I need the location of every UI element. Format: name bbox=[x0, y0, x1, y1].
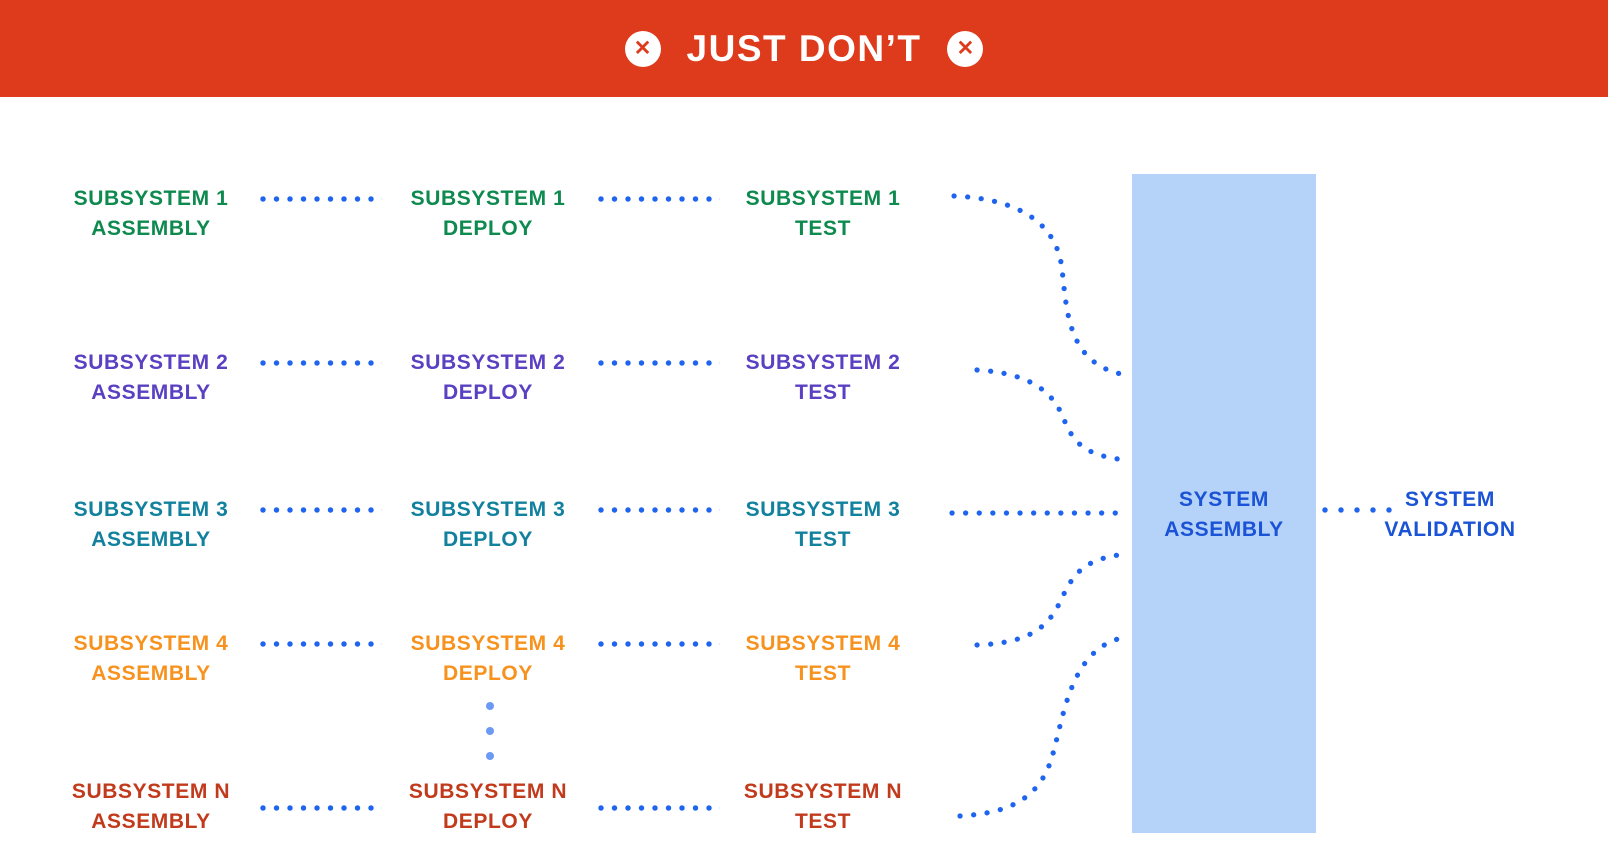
label-line: SUBSYSTEM 1 bbox=[410, 187, 566, 210]
label-line: VALIDATION bbox=[1384, 518, 1516, 541]
flow-curve-subsystem2 bbox=[974, 367, 1129, 463]
label-line: TEST bbox=[794, 528, 852, 551]
dotted-connector bbox=[260, 196, 382, 202]
label-line: ASSEMBLY bbox=[91, 810, 211, 833]
banner-title: JUST DON’T bbox=[686, 27, 922, 69]
subsystem-n-test-label: SUBSYSTEM N TEST bbox=[728, 777, 918, 837]
dotted-connector bbox=[260, 360, 382, 366]
subsystem-4-assembly-label: SUBSYSTEM 4 ASSEMBLY bbox=[56, 629, 246, 689]
subsystem-4-test-label: SUBSYSTEM 4 TEST bbox=[728, 629, 918, 689]
flow-curve-subsystem4 bbox=[974, 551, 1129, 648]
label-line: DEPLOY bbox=[443, 381, 533, 404]
label-line: TEST bbox=[794, 662, 852, 685]
label-line: TEST bbox=[794, 381, 852, 404]
label-line: ASSEMBLY bbox=[1164, 518, 1284, 541]
flow-curve-subsystem1 bbox=[951, 193, 1129, 378]
dotted-connector bbox=[598, 196, 720, 202]
subsystem-4-deploy-label: SUBSYSTEM 4 DEPLOY bbox=[393, 629, 583, 689]
ellipsis-dot bbox=[486, 752, 494, 760]
label-line: ASSEMBLY bbox=[91, 528, 211, 551]
label-line: TEST bbox=[794, 217, 852, 240]
dotted-connector bbox=[1322, 507, 1396, 513]
label-line: SUBSYSTEM 1 bbox=[745, 187, 901, 210]
label-line: DEPLOY bbox=[443, 528, 533, 551]
dotted-connector bbox=[260, 805, 382, 811]
subsystem-2-assembly-label: SUBSYSTEM 2 ASSEMBLY bbox=[56, 348, 246, 408]
label-line: TEST bbox=[794, 810, 852, 833]
system-assembly-box bbox=[1132, 174, 1316, 833]
subsystem-2-test-label: SUBSYSTEM 2 TEST bbox=[728, 348, 918, 408]
dotted-connector bbox=[598, 360, 720, 366]
subsystem-1-test-label: SUBSYSTEM 1 TEST bbox=[728, 184, 918, 244]
x-circle-icon: ✕ bbox=[624, 30, 661, 67]
label-line: SUBSYSTEM 2 bbox=[745, 351, 901, 374]
dotted-connector bbox=[260, 507, 382, 513]
label-line: DEPLOY bbox=[443, 810, 533, 833]
subsystem-1-assembly-label: SUBSYSTEM 1 ASSEMBLY bbox=[56, 184, 246, 244]
label-line: SUBSYSTEM N bbox=[71, 780, 231, 803]
dotted-connector bbox=[598, 805, 720, 811]
system-validation-label: SYSTEM VALIDATION bbox=[1355, 485, 1545, 545]
dotted-connector bbox=[598, 641, 720, 647]
label-line: SYSTEM bbox=[1405, 488, 1495, 511]
label-line: SUBSYSTEM 2 bbox=[410, 351, 566, 374]
label-line: SUBSYSTEM 3 bbox=[73, 498, 229, 521]
label-line: SUBSYSTEM 4 bbox=[410, 632, 566, 655]
label-line: SUBSYSTEM 4 bbox=[73, 632, 229, 655]
warning-banner: ✕ JUST DON’T ✕ bbox=[0, 0, 1608, 97]
label-line: SUBSYSTEM N bbox=[408, 780, 568, 803]
subsystem-1-deploy-label: SUBSYSTEM 1 DEPLOY bbox=[393, 184, 583, 244]
ellipsis-dot bbox=[486, 727, 494, 735]
label-line: DEPLOY bbox=[443, 217, 533, 240]
dotted-connector bbox=[598, 507, 720, 513]
subsystem-3-assembly-label: SUBSYSTEM 3 ASSEMBLY bbox=[56, 495, 246, 555]
dotted-connector bbox=[260, 641, 382, 647]
label-line: SUBSYSTEM 2 bbox=[73, 351, 229, 374]
flow-curve-subsystem-n bbox=[957, 634, 1129, 819]
subsystem-n-assembly-label: SUBSYSTEM N ASSEMBLY bbox=[56, 777, 246, 837]
label-line: DEPLOY bbox=[443, 662, 533, 685]
system-assembly-label: SYSTEM ASSEMBLY bbox=[1129, 485, 1319, 545]
label-line: SUBSYSTEM 1 bbox=[73, 187, 229, 210]
subsystem-n-deploy-label: SUBSYSTEM N DEPLOY bbox=[393, 777, 583, 837]
integration-flow-diagram: SUBSYSTEM 1 ASSEMBLY SUBSYSTEM 1 DEPLOY … bbox=[0, 97, 1608, 846]
label-line: SYSTEM bbox=[1179, 488, 1269, 511]
label-line: SUBSYSTEM 3 bbox=[745, 498, 901, 521]
subsystem-2-deploy-label: SUBSYSTEM 2 DEPLOY bbox=[393, 348, 583, 408]
label-line: SUBSYSTEM 3 bbox=[410, 498, 566, 521]
x-circle-icon: ✕ bbox=[947, 30, 984, 67]
label-line: ASSEMBLY bbox=[91, 662, 211, 685]
label-line: ASSEMBLY bbox=[91, 217, 211, 240]
subsystem-3-test-label: SUBSYSTEM 3 TEST bbox=[728, 495, 918, 555]
ellipsis-dot bbox=[486, 702, 494, 710]
label-line: SUBSYSTEM N bbox=[743, 780, 903, 803]
label-line: ASSEMBLY bbox=[91, 381, 211, 404]
subsystem-3-deploy-label: SUBSYSTEM 3 DEPLOY bbox=[393, 495, 583, 555]
label-line: SUBSYSTEM 4 bbox=[745, 632, 901, 655]
